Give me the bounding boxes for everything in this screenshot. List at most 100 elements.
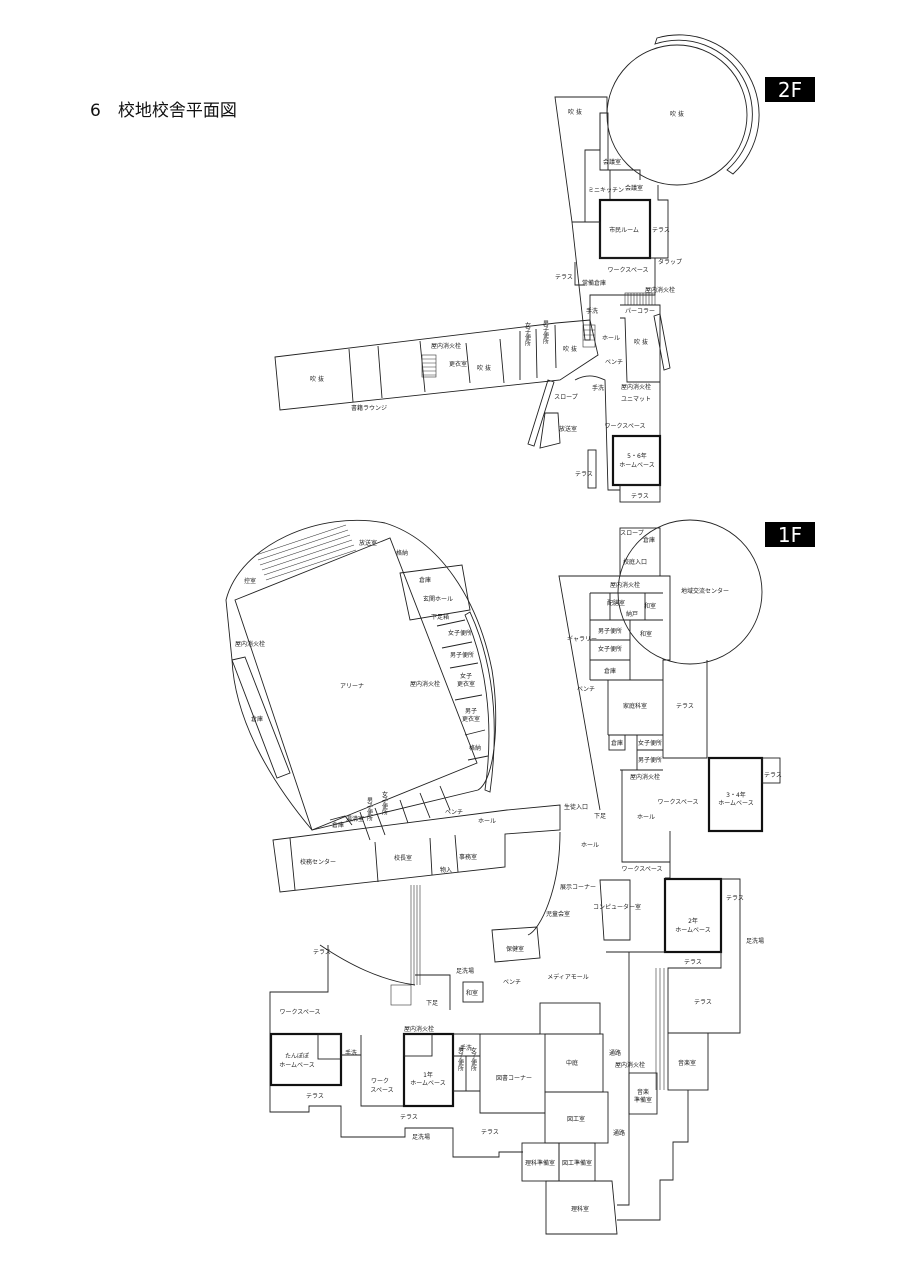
terrace-2f [650, 185, 669, 259]
label: 納戸 [626, 610, 638, 618]
label: 常備倉庫 [582, 279, 606, 287]
label: ベンチ [605, 359, 623, 366]
arena-south-rooms [329, 785, 451, 841]
floor-badge-1f-bg [765, 522, 815, 547]
label: テラス [764, 772, 782, 779]
label: 屋内消火栓 [630, 773, 660, 781]
wall [341, 1035, 404, 1107]
label: 図工室 [567, 1115, 585, 1123]
label: ベンチ [503, 979, 521, 986]
label: アリーナ [340, 683, 364, 690]
toilets [620, 735, 663, 771]
label: 手洗 [345, 1049, 357, 1057]
label: ホームベース [675, 927, 711, 934]
label: 音楽 [637, 1088, 649, 1096]
label: メディアモール [547, 973, 589, 981]
east-wing-outline [558, 575, 708, 811]
label: 手洗 [586, 307, 598, 315]
label: 屋内消火栓 [235, 640, 265, 648]
curved-wall [527, 831, 561, 936]
atrium-rail [653, 313, 671, 371]
corridor-lines [655, 968, 665, 1090]
label: 通路 [609, 1049, 621, 1057]
stairs [421, 354, 437, 378]
atrium-outer-wall [654, 34, 760, 175]
room [403, 1033, 433, 1057]
label: 吹 抜 [670, 110, 684, 118]
label: 和室 [640, 630, 652, 638]
label: 控室 [244, 577, 256, 585]
label: 倉庫 [604, 667, 616, 675]
floor-badge-2f: 2F [778, 78, 802, 102]
courtyard-top [539, 1002, 601, 1035]
arena-storage [231, 656, 291, 779]
label: 校長室 [394, 854, 412, 862]
arena-floor [234, 537, 478, 831]
stairs-treads [583, 329, 595, 341]
label: 図工準備室 [562, 1159, 592, 1167]
label: 更衣室 [457, 680, 475, 688]
label: スロープ [554, 394, 578, 401]
entrance-hall [399, 564, 471, 621]
label: 男子便所 [450, 651, 474, 659]
label: ホール [478, 818, 496, 825]
wall [620, 317, 660, 383]
label: 格納 [469, 744, 481, 752]
wall [665, 831, 671, 879]
label: テラス [652, 227, 670, 234]
hall-wall [621, 770, 670, 863]
label: スペース [370, 1087, 393, 1094]
label: 地域交流センター [681, 587, 729, 595]
computer-room [599, 879, 631, 941]
label: パーコラー [625, 308, 655, 315]
atrium-circle [606, 44, 748, 186]
stairs-treads [627, 293, 653, 305]
community-center-circle [617, 519, 763, 665]
label: 屋内消火栓 [645, 286, 675, 294]
label: 女子便所 [448, 629, 472, 637]
label: 吹 抜 [568, 108, 582, 116]
label: 屋内消火栓 [431, 342, 461, 350]
admin-walls [289, 834, 459, 891]
label: 配膳室 [607, 599, 625, 607]
label: 男子 [465, 708, 477, 715]
wall [620, 304, 661, 490]
label: 玄関ホール [423, 595, 453, 603]
label: 会議室 [603, 158, 621, 166]
label: 男子便所 [457, 1047, 464, 1072]
label: タラップ [658, 258, 682, 266]
corridor-wall [617, 952, 630, 1206]
slope-wall [574, 375, 620, 491]
bridge-lines [410, 885, 421, 985]
label: コンピューター室 [593, 903, 641, 911]
curved-terrace [319, 944, 416, 986]
label: ギャラリー [567, 636, 597, 643]
label: 男子便所 [366, 797, 373, 822]
label: 女子便所 [470, 1046, 477, 1072]
label: ワーク [371, 1078, 389, 1085]
label: 屋内消火栓 [615, 1061, 645, 1069]
label: テラス [400, 1114, 418, 1121]
label: スロープ [620, 530, 644, 537]
terrace-2f-left [574, 262, 585, 286]
label: 更衣室 [462, 715, 480, 723]
label: テラス [726, 895, 744, 902]
label: 倉庫 [251, 715, 263, 723]
label: ワークスペース [657, 799, 698, 806]
label: 手洗 [460, 1044, 472, 1052]
arena-outer [225, 519, 497, 831]
terrace-2f-bottom [619, 484, 661, 503]
label: ワークスペース [279, 1009, 320, 1016]
storage [608, 734, 626, 751]
label: ワークスペース [607, 267, 648, 274]
label: 湯沸室 [346, 815, 364, 823]
grade-1-home-base [402, 1032, 455, 1108]
terrace-2f-side [587, 449, 597, 489]
label: 理科準備室 [525, 1159, 555, 1167]
label: 男子便所 [598, 627, 622, 635]
label: ホームベース [410, 1080, 446, 1087]
label: 女子便所 [524, 321, 531, 347]
admin-block [272, 804, 561, 893]
label: 保健室 [506, 945, 524, 953]
label: 足洗場 [412, 1133, 430, 1141]
